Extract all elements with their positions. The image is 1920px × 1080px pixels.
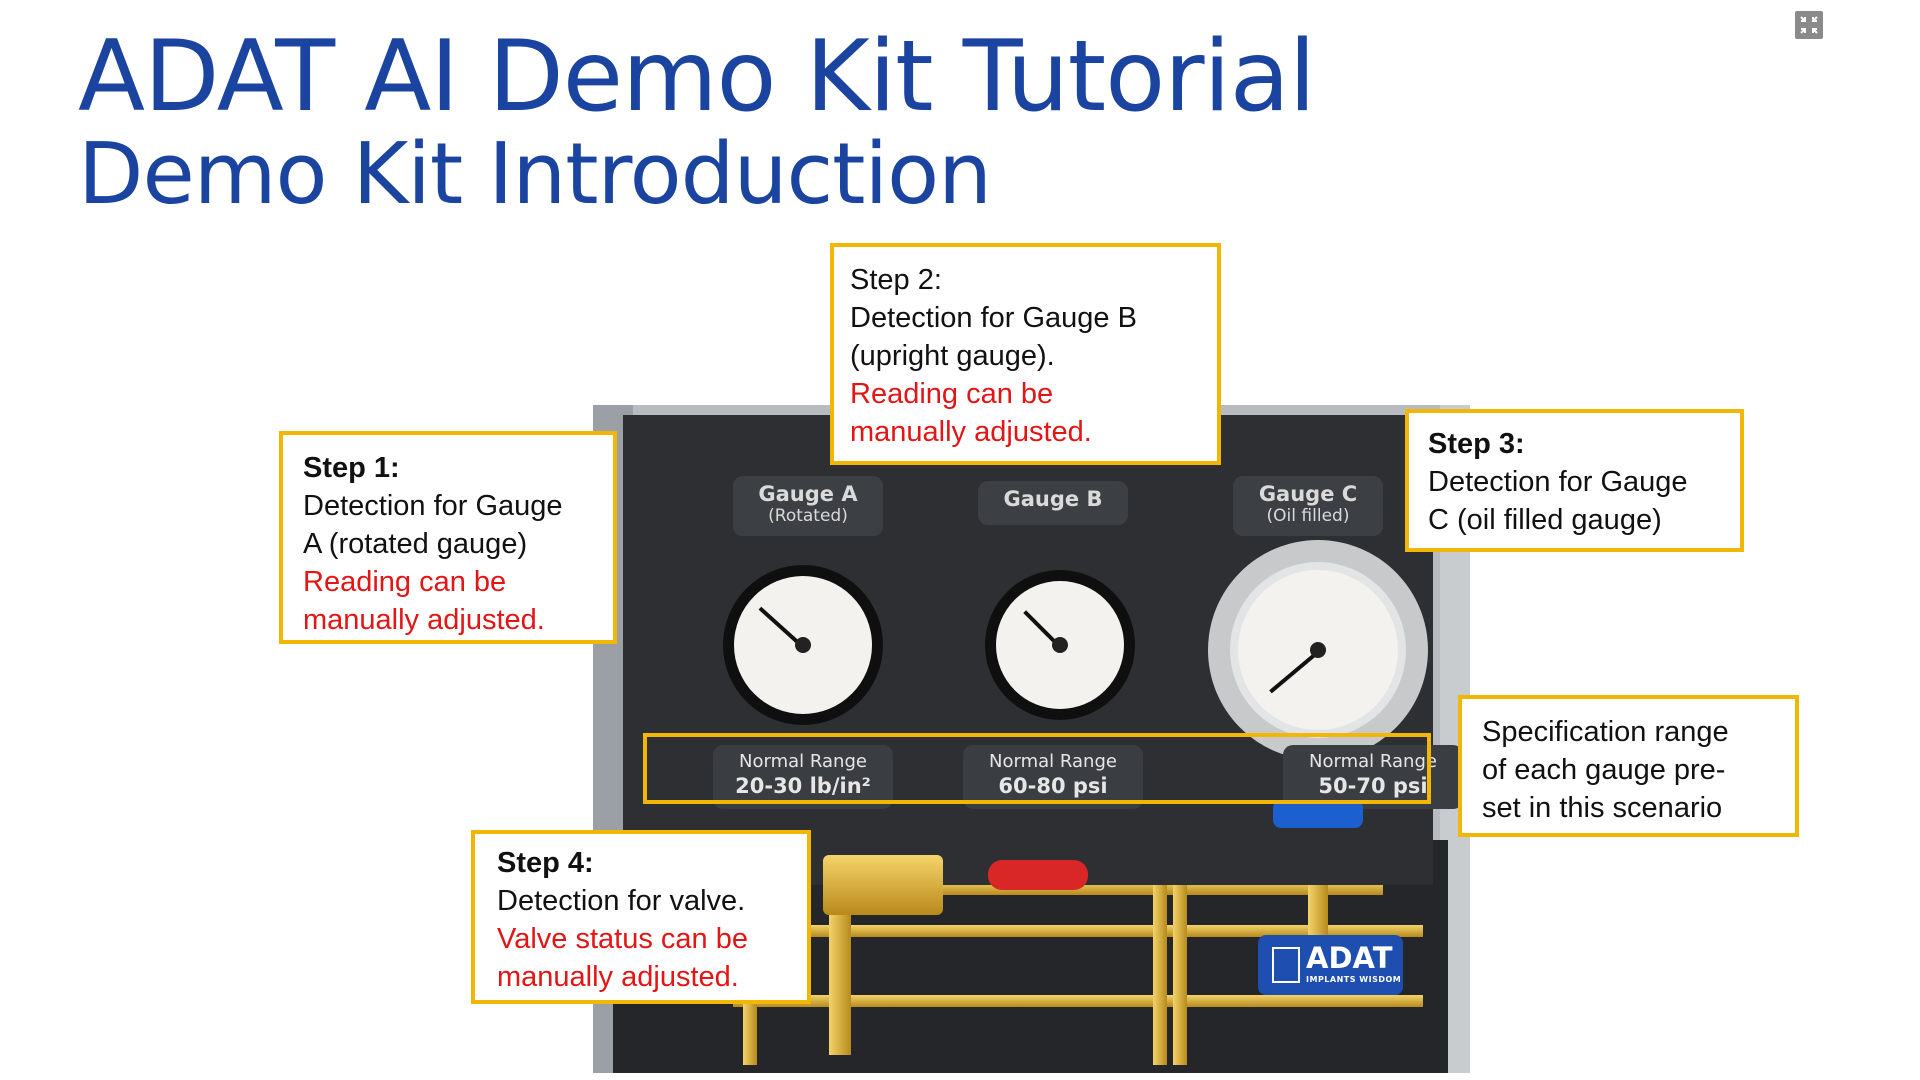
range-label: Normal Range [739,751,867,772]
range-value: 50-70 psi [1318,774,1428,798]
brass-pipe [733,925,1423,937]
callout-step-4-heading: Step 4: [497,847,594,879]
valve-red-handle [988,860,1088,890]
gauge-a-hub [795,637,811,653]
callout-step-2: Step 2: Detection for Gauge B (upright g… [830,243,1221,465]
brass-valve-body [823,855,943,915]
gauge-a-range: Normal Range 20-30 lb/in² [713,745,893,809]
callout-warning-text: Valve status can be [497,923,748,955]
range-label: Normal Range [989,751,1117,772]
gauge-c-name: Gauge C [1258,482,1358,506]
gauge-a-note: (Rotated) [768,506,848,526]
callout-text: (upright gauge). [850,340,1055,372]
gauge-b-label: Gauge B [978,481,1128,525]
callout-text: A (rotated gauge) [303,528,528,560]
gauge-b-range: Normal Range 60-80 psi [963,745,1143,809]
brass-pipe [733,995,1423,1007]
callout-text: Detection for Gauge [303,490,563,522]
exit-fullscreen-icon [1800,16,1818,34]
callout-text: of each gauge pre- [1482,754,1726,786]
callout-warning-text: Reading can be [850,378,1054,410]
gauge-c-range: Normal Range 50-70 psi [1283,745,1463,809]
callout-text: Detection for Gauge B [850,302,1137,334]
demo-kit-photo: Gauge A (Rotated) Gauge B Gauge C (Oil f… [593,405,1470,1073]
gauge-c-note: (Oil filled) [1266,506,1350,526]
exit-fullscreen-button[interactable] [1795,11,1823,39]
callout-step-1-heading: Step 1: [303,452,400,484]
adat-logo-tagline: IMPLANTS WISDOM [1306,975,1402,984]
callout-text: Detection for valve. [497,885,746,917]
adat-logo-word: ADAT [1306,941,1393,975]
valve-blue-handle [1273,800,1363,828]
callout-warning-text: manually adjusted. [850,416,1092,448]
gauge-b-dial [985,570,1135,720]
callout-step-3: Step 3: Detection for Gauge C (oil fille… [1405,409,1744,552]
slide-title: ADAT AI Demo Kit Tutorial [78,20,1316,134]
callout-step-3-heading: Step 3: [1428,428,1525,460]
gauge-c-hub [1310,642,1326,658]
callout-warning-text: manually adjusted. [497,961,739,993]
gauge-c-label: Gauge C (Oil filled) [1233,476,1383,536]
range-value: 60-80 psi [998,774,1108,798]
gauge-c-dial [1208,540,1428,760]
callout-text: C (oil filled gauge) [1428,504,1662,536]
callout-text: set in this scenario [1482,792,1723,824]
adat-logo: ADAT IMPLANTS WISDOM [1258,935,1403,995]
brass-pipe [829,905,851,1055]
normal-range-highlight-frame [643,733,1431,804]
adat-logo-mark [1272,947,1300,983]
callout-warning-text: manually adjusted. [303,604,545,636]
gauge-a-dial [723,565,883,725]
callout-text: Detection for Gauge [1428,466,1688,498]
callout-step-2-heading: Step 2: [850,264,942,296]
gauge-a-name: Gauge A [758,482,858,506]
range-value: 20-30 lb/in² [735,774,871,798]
slide-subtitle: Demo Kit Introduction [78,125,992,224]
callout-warning-text: Reading can be [303,566,507,598]
callout-specification-range: Specification range of each gauge pre- s… [1458,695,1799,837]
gauge-b-name: Gauge B [1003,487,1103,511]
gauge-a-label: Gauge A (Rotated) [733,476,883,536]
callout-step-4: Step 4: Detection for valve. Valve statu… [471,830,811,1004]
gauge-board: Gauge A (Rotated) Gauge B Gauge C (Oil f… [623,415,1463,885]
range-label: Normal Range [1309,751,1437,772]
callout-text: Specification range [1482,716,1729,748]
callout-step-1: Step 1: Detection for Gauge A (rotated g… [279,431,617,644]
gauge-b-hub [1052,637,1068,653]
